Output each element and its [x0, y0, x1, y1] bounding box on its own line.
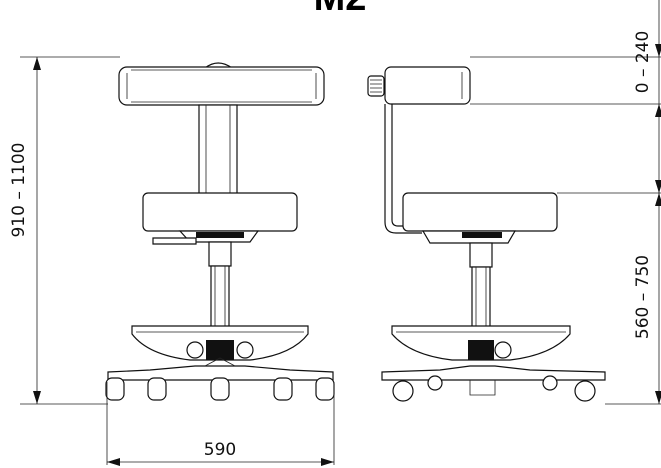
base-width-label: 590 — [204, 440, 236, 460]
casters-side — [392, 375, 596, 402]
backrest-adjust-label: 0 – 240 — [633, 31, 653, 94]
ring-knob-left — [186, 341, 204, 359]
gas-lift-upper — [208, 241, 232, 267]
side-view — [367, 66, 606, 402]
side-backrest — [384, 66, 471, 105]
seat-height-label: 560 – 750 — [633, 255, 653, 339]
side-seat-cushion — [402, 192, 558, 232]
model-title: M2 — [314, 0, 367, 19]
backrest — [118, 66, 325, 106]
casters-front — [105, 377, 335, 401]
side-base — [381, 365, 606, 381]
side-ring-knob — [494, 341, 512, 359]
gas-lift-lower — [210, 265, 230, 333]
seat-cushion — [142, 192, 298, 232]
dimension-lines — [20, 0, 661, 466]
total-height-label: 910 – 1100 — [9, 142, 29, 237]
front-view — [105, 62, 335, 401]
ring-knob-right — [236, 341, 254, 359]
side-gas-lift-lower — [471, 266, 491, 334]
backrest-column — [198, 104, 238, 195]
backrest-adjust-knob — [367, 75, 385, 97]
side-gas-lift-upper — [469, 242, 493, 268]
backrest-support-bar — [384, 104, 422, 234]
height-lever — [152, 237, 197, 245]
five-star-base — [107, 365, 334, 381]
